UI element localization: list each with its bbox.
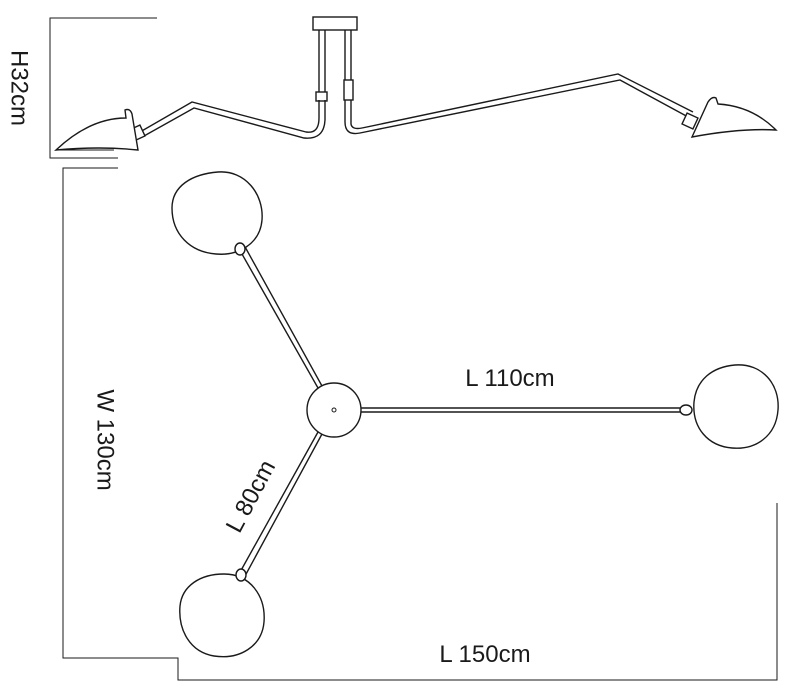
height-bracket xyxy=(49,17,157,159)
side-arm-left xyxy=(139,100,320,133)
side-arm-right xyxy=(344,79,691,135)
top-shade-right xyxy=(693,364,779,449)
top-arm-lower xyxy=(238,431,319,575)
top-view xyxy=(62,167,779,681)
top-shade-upper xyxy=(171,171,263,255)
top-shade-lower xyxy=(179,573,265,658)
width-label: W 130cm xyxy=(92,389,119,490)
side-view xyxy=(49,16,778,159)
arm-long-label: L 110cm xyxy=(465,365,554,392)
center-hub xyxy=(306,382,362,438)
ceiling-canopy xyxy=(312,16,358,31)
side-shade-right xyxy=(690,96,778,138)
height-label: H32cm xyxy=(6,50,33,126)
total-length-label: L 150cm xyxy=(439,641,530,668)
side-shade-left xyxy=(54,108,139,151)
width-length-bracket xyxy=(62,167,778,681)
top-arm-upper xyxy=(237,246,319,389)
